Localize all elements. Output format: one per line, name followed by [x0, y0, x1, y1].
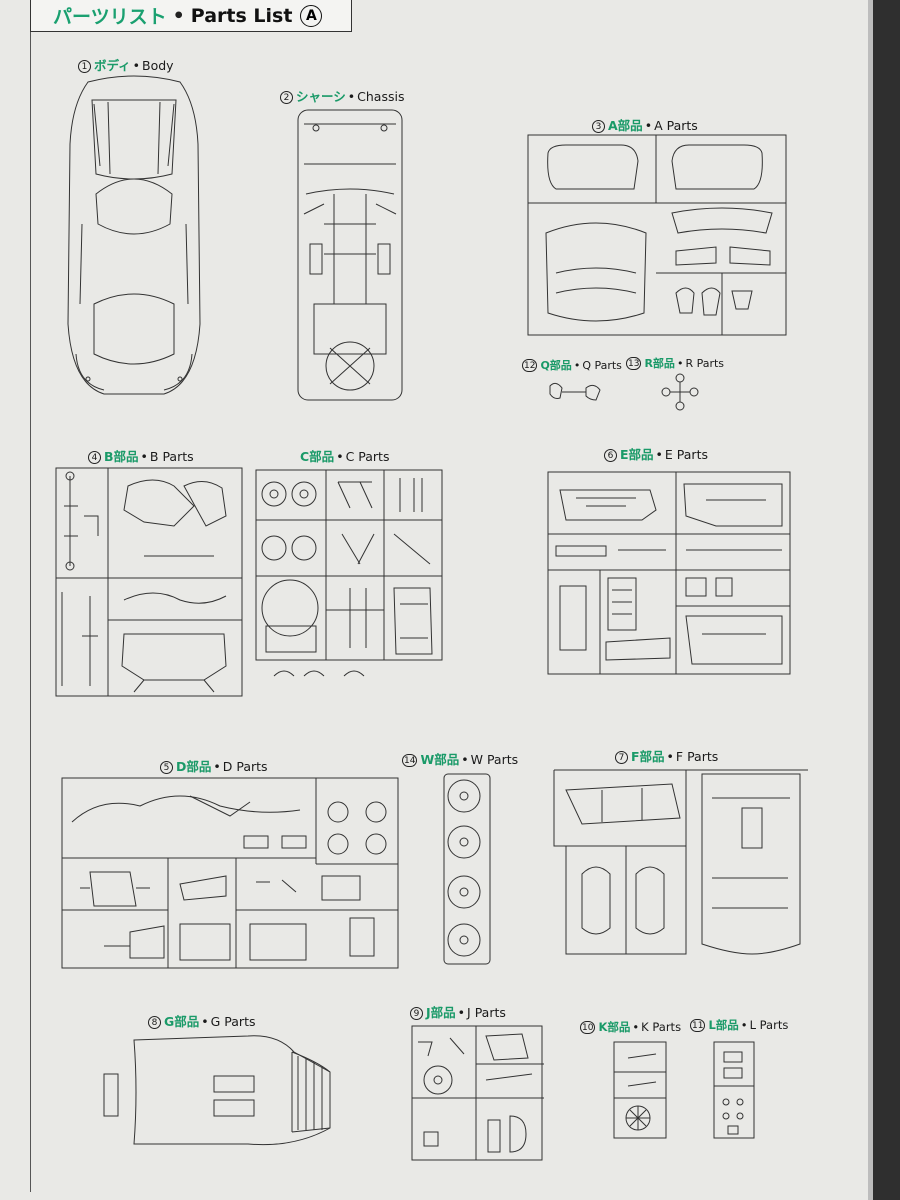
f-parts-sprue	[552, 768, 810, 960]
r-parts-drawing	[660, 372, 700, 412]
q-parts-drawing	[546, 380, 604, 416]
chassis-drawing	[294, 104, 406, 406]
instruction-sheet	[0, 0, 868, 1200]
d-parts-sprue	[60, 776, 398, 970]
w-parts-sprue	[442, 772, 492, 966]
sheet-mark: A	[300, 4, 323, 27]
page-title: パーツリスト • Parts List A	[30, 0, 352, 32]
j-parts-sprue	[410, 1024, 544, 1162]
background-strip	[868, 0, 900, 1200]
l-parts-sprue	[712, 1040, 756, 1140]
page-frame	[30, 32, 862, 1192]
c-parts-sprue	[254, 468, 444, 690]
a-parts-sprue	[526, 133, 788, 338]
background-strip-edge	[868, 0, 873, 1200]
label-c-parts: C部品•C Parts	[300, 449, 390, 464]
b-parts-sprue	[54, 466, 244, 698]
body-drawing	[64, 74, 204, 400]
g-parts-drawing	[98, 1032, 336, 1150]
k-parts-sprue	[612, 1040, 668, 1140]
e-parts-sprue	[546, 470, 792, 676]
